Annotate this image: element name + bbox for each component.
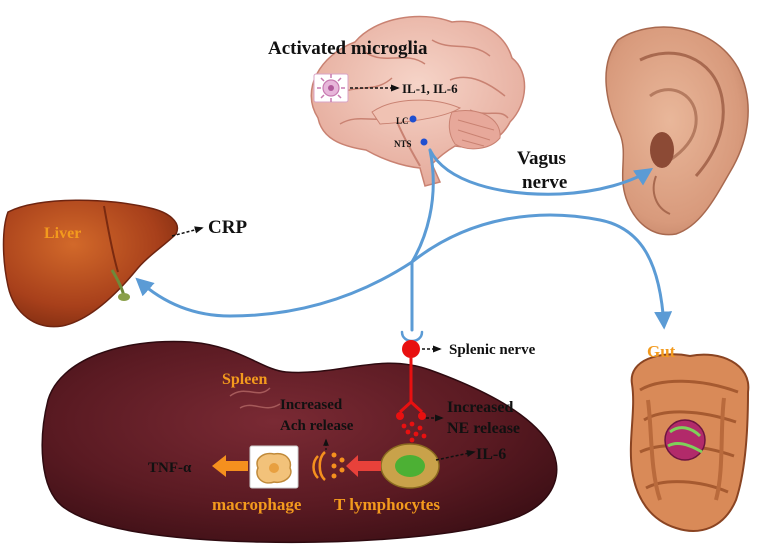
lc-dot [410, 116, 417, 123]
ear-illustration [606, 27, 748, 235]
splenic-synapse-cup [402, 332, 422, 341]
t-lymphocytes-label: T lymphocytes [334, 495, 440, 514]
macrophage-cell [250, 446, 298, 488]
spleen-il6-label: IL-6 [476, 446, 506, 463]
nerve-pathways [138, 150, 664, 341]
gut-label: Gut [647, 342, 676, 361]
microglia-icon [314, 74, 348, 102]
nts-dot [421, 139, 428, 146]
crp-label: CRP [208, 217, 247, 238]
ach-release-label-line2: Ach release [280, 418, 354, 434]
vagus-label-line2: nerve [522, 172, 567, 193]
vagus-label-line1: Vagus [517, 148, 566, 169]
tnf-alpha-label: TNF-α [148, 460, 192, 476]
splenic-nerve-label: Splenic nerve [449, 342, 536, 358]
liver-label: Liver [44, 225, 81, 242]
liver-illustration [4, 200, 178, 326]
lc-label: LC [396, 116, 409, 126]
activated-microglia-label: Activated microglia [268, 38, 428, 59]
gut-illustration [631, 354, 748, 531]
vagus-to-liver-path [138, 262, 412, 316]
brain-cytokines-label: IL-1, IL-6 [402, 81, 458, 96]
splenic-neuron-body [402, 340, 420, 358]
ne-release-label-line2: NE release [447, 420, 520, 437]
ne-release-label-line1: Increased [447, 399, 513, 416]
nts-label: NTS [394, 139, 412, 149]
t-lymphocyte-cell [381, 444, 439, 488]
spleen-label: Spleen [222, 371, 267, 388]
macrophage-label: macrophage [212, 495, 302, 514]
vagus-to-gut-path [412, 215, 664, 326]
ach-release-label-line1: Increased [280, 397, 343, 413]
